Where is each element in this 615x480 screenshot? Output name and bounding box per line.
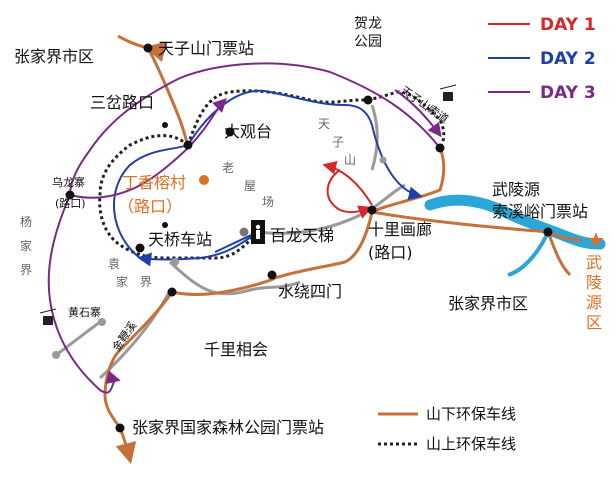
area-yangjia-3: 界 [20,263,32,277]
area-yuanjia-2: 家 [116,274,128,289]
day3-route-west [47,194,121,394]
cableway-icon-2 [39,308,57,325]
day-legend: DAY 1 DAY 2 DAY 3 [488,15,596,103]
label-wulingyuan-2: 索溪峪门票站 [492,202,588,221]
station-wulingyuan[interactable] [543,227,553,237]
area-yuanjia-3: 界 [140,275,152,289]
label-forest-park-gate: 张家界国家森林公园门票站 [132,418,324,437]
station-bailong[interactable] [239,227,249,237]
day1-route-a [326,169,373,219]
area-wulingyuan-3: 源 [586,293,602,312]
station-helong[interactable] [363,95,373,105]
day3-legend-label: DAY 3 [540,83,596,103]
station-daguantai[interactable] [225,127,235,137]
day2-route-loop [113,89,423,259]
gray-trail-south [168,260,301,296]
label-wulongzhai-2: (路口) [55,197,86,210]
label-tianzi-gate: 天子山门票站 [158,39,254,58]
area-wulingyuan-4: 区 [586,313,602,332]
upper-bus-line [186,89,446,149]
label-zhangjiajie-city-mid: 张家界市区 [448,294,528,313]
label-tianzi-cableway: 天子山索道 [398,83,451,126]
station-shuirao[interactable] [267,270,277,280]
station-forest-gate[interactable] [115,423,125,433]
gray-trail-helong [370,104,379,171]
day3-route-east [394,89,442,138]
label-helong-1: 贺龙 [354,16,382,32]
label-shuirao: 水绕四门 [278,282,342,301]
label-tianqiao: 天桥车站 [148,230,212,249]
label-wulingyuan-1: 武陵源 [492,180,540,199]
upper-bus-line-west [98,134,260,260]
station-qianli[interactable] [167,287,177,297]
waypoint-gray-1 [171,258,179,266]
day2-route-main [137,231,259,267]
day2-legend-label: DAY 2 [540,49,596,69]
gray-trail-west [55,320,101,357]
waypoint-gray-5 [162,122,168,128]
area-yangjia-2: 家 [20,238,32,253]
area-tianzi-3: 山 [344,153,356,167]
area-laowu-2: 屋 [244,179,256,193]
waypoint-gray-3 [52,351,60,359]
cableway-icon [439,84,457,101]
station-tianqiao[interactable] [135,243,145,253]
area-yangjia-1: 杨 [20,214,32,229]
label-shili-1: 十里画廊 [368,220,432,239]
station-tianzi-cableway[interactable] [435,143,445,153]
label-sancha: 三岔路口 [90,93,154,112]
waypoint-gray-2 [98,318,106,326]
station-dingxiang[interactable] [199,175,209,185]
label-helong-2: 公园 [354,34,382,50]
day3-route-inner [69,98,227,199]
station-sancha[interactable] [183,140,193,150]
label-qianli: 千里相会 [204,340,268,359]
day1-legend-label: DAY 1 [540,15,596,35]
day3-route-loop [69,62,441,196]
area-laowu-1: 老 [222,161,234,175]
elevator-icon [251,220,265,244]
label-dingxiang-1: 丁香榕村 [122,173,186,192]
lower-bus-line-south [103,291,174,465]
star-icon [588,232,604,247]
area-wulingyuan-1: 武 [586,253,602,272]
lower-bus-line-east [371,210,583,242]
day1-route-b [322,160,373,206]
label-wulongzhai-1: 乌龙寨 [52,175,85,189]
station-shili[interactable] [367,205,377,215]
area-tianzi-2: 子 [332,135,344,149]
station-tianzi-gate[interactable] [143,43,153,53]
area-wulingyuan-2: 陵 [586,273,602,292]
label-bailong: 百龙天梯 [270,226,334,245]
label-dingxiang-2: （路口） [118,197,182,216]
waypoint-gray-6 [379,156,387,164]
label-zhangjiajie-city-top: 张家界市区 [14,47,94,66]
area-laowu-3: 场 [262,195,274,209]
area-tianzi-1: 天 [318,117,330,131]
area-yuanjia-1: 袁 [108,257,120,271]
lower-bus-line-main [274,147,446,280]
lower-bus-line-mid [171,276,276,296]
river-branch [507,231,550,277]
label-shili-2: (路口) [368,243,413,262]
legend-upper-bus-label: 山上环保车线 [426,435,516,453]
waypoint-gray-4 [162,222,168,228]
lower-bus-line-wulingyuan [546,231,572,277]
label-daguantai: 大观台 [224,122,272,141]
legend-lower-bus-label: 山下环保车线 [426,405,516,423]
label-huangshizhai: 黄石寨 [68,305,101,319]
station-wulongzhai[interactable] [65,190,75,200]
